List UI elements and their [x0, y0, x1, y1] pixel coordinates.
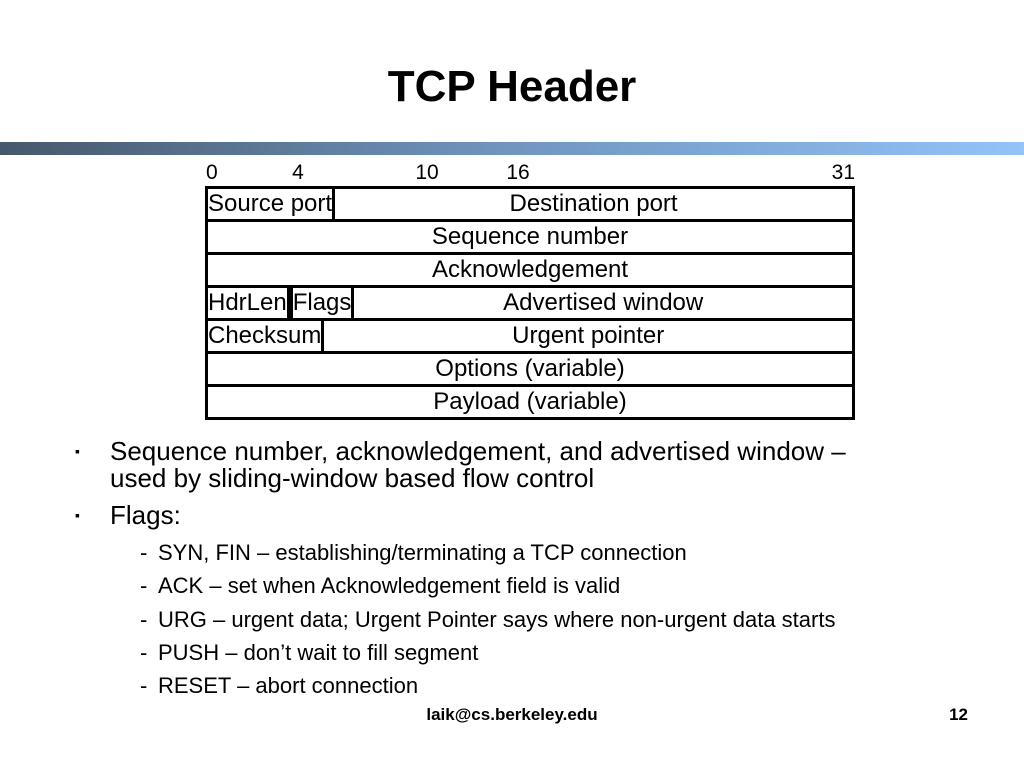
dash-bullet-icon: - — [140, 573, 148, 598]
bullet-line: ACK – set when Acknowledgement field is … — [158, 573, 621, 598]
footer-email: laik@cs.berkeley.edu — [426, 705, 598, 724]
tcp-header-table: Source port Destination port Sequence nu… — [205, 186, 855, 420]
sub-bullet-item: - ACK – set when Acknowledgement field i… — [140, 574, 620, 598]
sub-bullet-item: - RESET – abort connection — [140, 674, 418, 698]
square-bullet-icon: ▪ — [75, 443, 80, 459]
bit-tick-label: 0 — [206, 161, 218, 184]
bit-tick-label: 31 — [831, 161, 855, 184]
page-title: TCP Header — [387, 62, 637, 111]
field-flags: Flags — [293, 288, 355, 318]
bullet-line: Sequence number, acknowledgement, and ad… — [110, 436, 846, 466]
bullet-item: ▪ Flags: — [75, 502, 181, 529]
dash-bullet-icon: - — [140, 540, 148, 565]
bullet-text: Sequence number, acknowledgement, and ad… — [110, 438, 846, 492]
bit-tick-label: 4 — [292, 161, 304, 184]
dash-bullet-icon: - — [140, 640, 148, 665]
dash-bullet-icon: - — [140, 607, 148, 632]
field-acknowledgement: Acknowledgement — [431, 256, 629, 283]
table-row: Sequence number — [208, 222, 852, 255]
bullet-line: RESET – abort connection — [158, 673, 419, 698]
bit-tick-row: 0 4 10 16 31 — [205, 161, 855, 186]
tcp-header-diagram: 0 4 10 16 31 Source port Destination por… — [205, 161, 855, 420]
sub-bullet-item: - SYN, FIN – establishing/terminating a … — [140, 541, 687, 565]
bullet-line: SYN, FIN – establishing/terminating a TC… — [158, 540, 687, 565]
bullet-item: ▪ Sequence number, acknowledgement, and … — [75, 438, 846, 492]
dash-bullet-icon: - — [140, 673, 148, 698]
sub-bullet-item: - PUSH – don’t wait to fill segment — [140, 641, 478, 665]
field-payload: Payload (variable) — [433, 388, 627, 415]
table-row: Options (variable) — [208, 354, 852, 387]
field-reserved — [289, 288, 293, 318]
field-options: Options (variable) — [435, 355, 625, 382]
square-bullet-icon: ▪ — [75, 507, 80, 523]
field-sequence-number: Sequence number — [431, 223, 629, 250]
field-source-port: Source port — [208, 189, 336, 219]
field-advertised-window: Advertised window — [503, 289, 704, 316]
bullet-line: URG – urgent data; Urgent Pointer says w… — [158, 607, 836, 632]
bullet-line: used by sliding-window based flow contro… — [110, 463, 595, 493]
page-number: 12 — [949, 705, 968, 724]
field-destination-port: Destination port — [509, 190, 678, 217]
table-row: HdrLen Flags Advertised window — [208, 288, 852, 321]
bit-tick-label: 10 — [415, 161, 439, 184]
title-accent-bar — [0, 142, 1024, 155]
table-row: Payload (variable) — [208, 387, 852, 417]
field-urgent-pointer: Urgent pointer — [512, 322, 665, 349]
table-row: Source port Destination port — [208, 189, 852, 222]
field-hdrlen: HdrLen — [208, 288, 290, 318]
sub-bullet-item: - URG – urgent data; Urgent Pointer says… — [140, 608, 835, 632]
field-checksum: Checksum — [208, 321, 325, 351]
table-row: Checksum Urgent pointer — [208, 321, 852, 354]
bullet-line: Flags: — [110, 500, 181, 530]
bit-tick-label: 16 — [506, 161, 530, 184]
bullet-line: PUSH – don’t wait to fill segment — [158, 640, 479, 665]
table-row: Acknowledgement — [208, 255, 852, 288]
